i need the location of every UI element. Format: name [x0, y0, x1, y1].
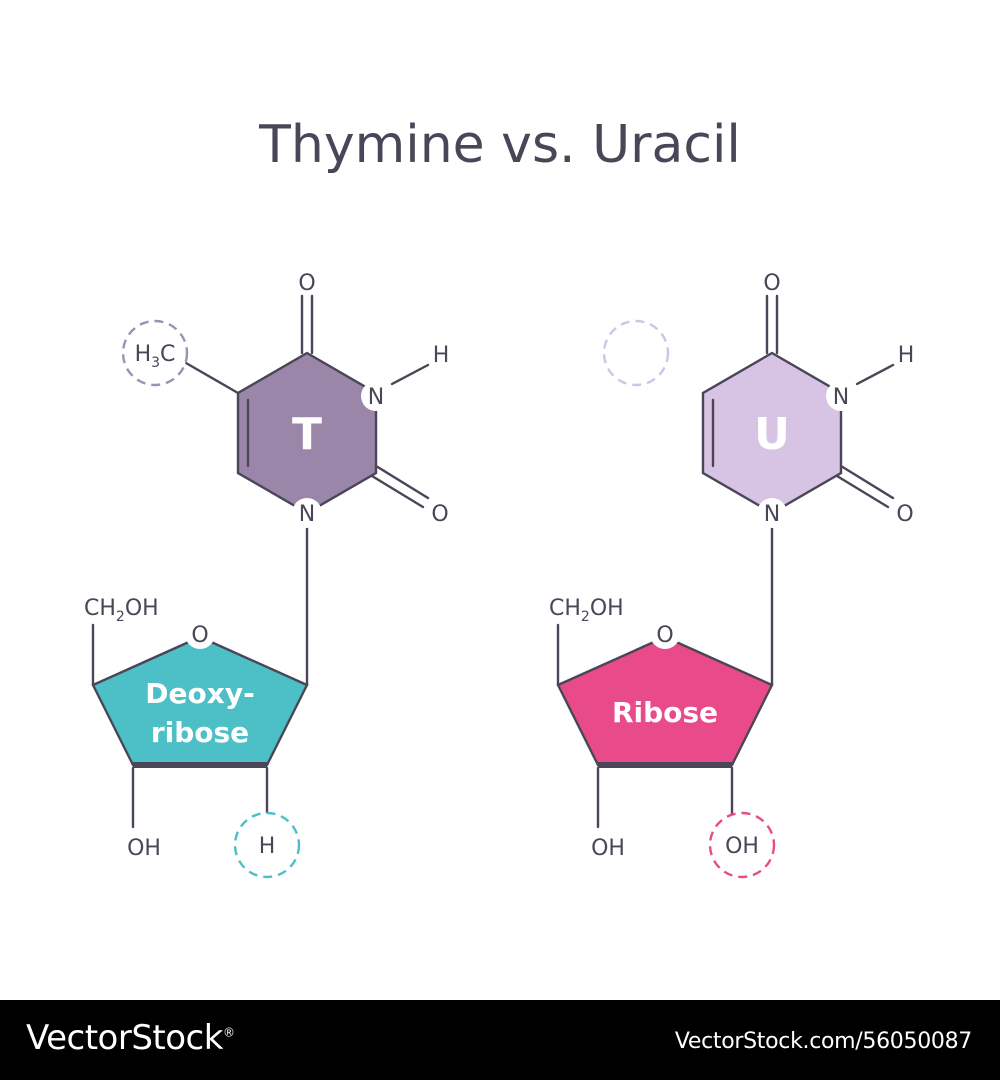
- thymine-n-bottom: N: [299, 502, 315, 527]
- thymine-molecule: O N H O N T H3C O Deoxy- ribose CH2OH OH…: [84, 271, 450, 879]
- oh-highlight-circle: [708, 811, 776, 879]
- ribose-label: Ribose: [612, 696, 718, 729]
- deoxyribose-label-line2: ribose: [151, 716, 249, 749]
- ribose-left-oh: OH: [591, 836, 625, 861]
- thymine-co-bond-right-a: [374, 464, 430, 500]
- ribose-ring-oxygen: O: [656, 623, 673, 648]
- thymine-n-halo: [361, 381, 391, 411]
- thymine-letter: T: [292, 409, 322, 460]
- diagram: Thymine vs. Uracil O N H O N T H3C: [84, 115, 915, 879]
- thymine-right-oxygen: O: [431, 502, 448, 527]
- ribose-right-oh: OH: [725, 834, 759, 859]
- empty-methyl-circle: [602, 319, 670, 387]
- uracil-top-oxygen: O: [763, 271, 780, 296]
- thymine-co-bond-right-b: [370, 474, 425, 509]
- methyl-group-label: H3C: [135, 342, 176, 371]
- thymine-nh-bond: [390, 363, 430, 386]
- uracil-co-bond-right-a: [839, 464, 895, 500]
- deoxyribose-label-line1: Deoxy-: [145, 677, 254, 710]
- thymine-n-bottom-halo: [292, 498, 322, 528]
- uracil-letter: U: [754, 409, 790, 460]
- deoxyribose-ring-oxygen: O: [191, 623, 208, 648]
- deoxyribose-ch2oh: CH2OH: [84, 596, 159, 625]
- uracil-hydrogen: H: [898, 343, 915, 368]
- brand-name: VectorStock: [26, 1018, 223, 1058]
- uracil-n-halo: [826, 381, 856, 411]
- uracil-right-oxygen: O: [896, 502, 913, 527]
- uracil-n-bottom-halo: [757, 498, 787, 528]
- vectorstock-logo[interactable]: VectorStock®: [26, 1018, 235, 1058]
- thymine-n-right: N: [368, 385, 384, 410]
- uracil-n-bottom: N: [764, 502, 780, 527]
- uracil-nh-bond: [855, 363, 895, 386]
- thymine-hydrogen: H: [433, 343, 450, 368]
- uracil-co-bond-right-b: [835, 474, 890, 509]
- watermark-footer: VectorStock® VectorStock.com/56050087: [0, 1000, 1000, 1080]
- uracil-molecule: O N H O N U O Ribose CH2OH OH OH: [549, 271, 915, 879]
- diagram-title: Thymine vs. Uracil: [258, 115, 741, 175]
- uracil-n-right: N: [833, 385, 849, 410]
- ribose-o-halo: [650, 619, 680, 649]
- h-highlight-circle: [233, 811, 301, 879]
- methyl-highlight-circle: [121, 319, 189, 387]
- deoxyribose-o-halo: [185, 619, 215, 649]
- ribose-ch2oh: CH2OH: [549, 596, 624, 625]
- vectorstock-url[interactable]: VectorStock.com/56050087: [674, 1029, 972, 1054]
- thymine-top-oxygen: O: [298, 271, 315, 296]
- deoxyribose-right-h: H: [259, 834, 276, 859]
- brand-mark: ®: [222, 1025, 235, 1040]
- thymine-methyl-bond: [184, 361, 240, 395]
- deoxyribose-left-oh: OH: [127, 836, 161, 861]
